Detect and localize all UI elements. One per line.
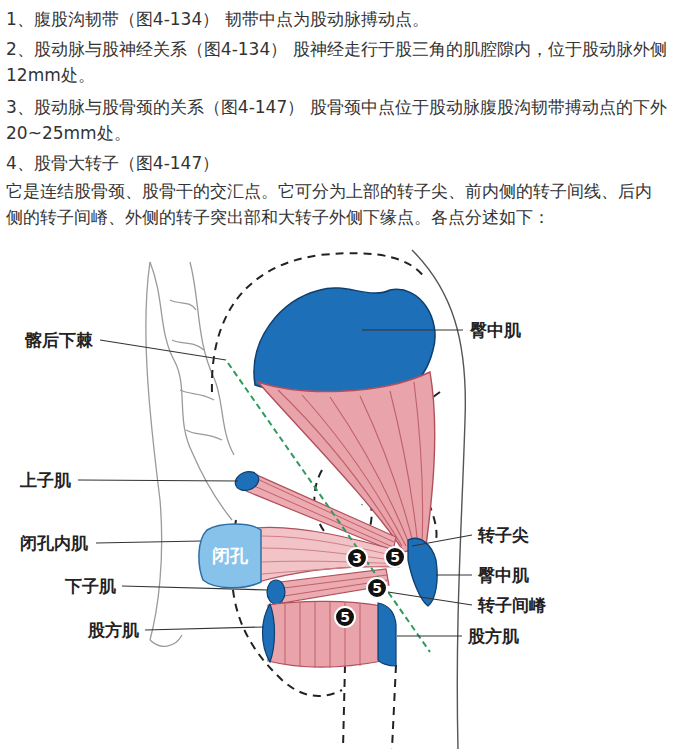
part-label: 转子间嵴 <box>478 594 546 616</box>
part-label: 髂后下棘 <box>25 329 93 351</box>
callout-digit: 5 <box>390 550 400 564</box>
leader-line <box>78 330 472 636</box>
part-label: 股方肌 <box>468 625 519 647</box>
callout-number: 5 <box>366 577 388 599</box>
part-label: 转子尖 <box>478 524 529 546</box>
reference-line <box>228 363 430 652</box>
muscle-fibers <box>285 602 360 668</box>
part-label: 臀中肌 <box>470 319 521 341</box>
muscle-fibers <box>262 536 400 574</box>
obturator-foramen: 闭孔 <box>195 520 265 592</box>
quadratus-insertion <box>378 603 396 666</box>
part-label: 上子肌 <box>20 469 71 491</box>
part-label: 股方肌 <box>88 619 139 641</box>
gemellus-origin <box>267 580 285 604</box>
callout-number: 3 <box>346 547 368 569</box>
callout-digit: 5 <box>340 610 350 624</box>
callout-number: 5 <box>334 606 356 628</box>
part-label: 下子肌 <box>65 575 116 597</box>
gemellus-inferior <box>280 569 389 603</box>
body-paragraph: 3、股动脉与股骨颈的关系（图4-147） 股骨颈中点位于股动脉腹股沟韧带搏动点的… <box>6 94 668 146</box>
body-paragraph: 2、股动脉与股神经关系（图4-134） 股神经走行于股三角的肌腔隙内，位于股动脉… <box>6 36 668 88</box>
quadratus-femoris <box>268 601 382 667</box>
gluteus-origin <box>254 288 435 395</box>
part-label: 闭孔内肌 <box>20 532 88 554</box>
quadratus-origin <box>263 604 275 662</box>
body-paragraph: 1、腹股沟韧带（图4-134） 韧带中点为股动脉搏动点。 <box>6 6 668 32</box>
callout-digit: 3 <box>352 551 362 565</box>
callout-number: 5 <box>384 546 406 568</box>
bone-outline <box>212 253 440 749</box>
part-label: 臀中肌 <box>478 564 529 586</box>
foramen-label: 闭孔 <box>212 544 248 568</box>
body-paragraph: 它是连结股骨颈、股骨干的交汇点。它可分为上部的转子尖、前内侧的转子间线、后内侧的… <box>6 178 668 230</box>
callout-digit: 5 <box>372 581 382 595</box>
body-paragraph: 4、股骨大转子（图4-147） <box>6 150 668 176</box>
